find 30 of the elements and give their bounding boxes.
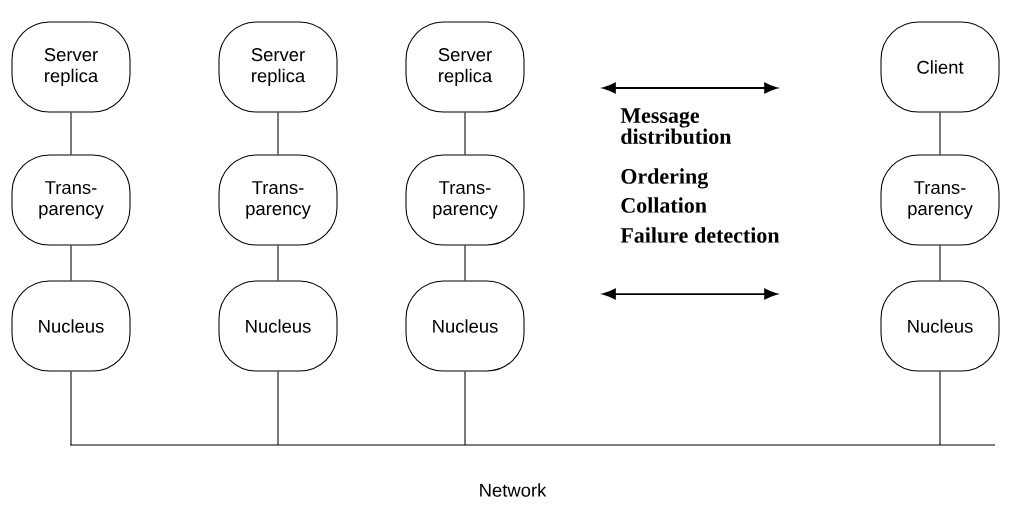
rounded-box: Nucleus — [405, 280, 525, 372]
rounded-box: Trans- parency — [11, 154, 131, 246]
connector-line — [70, 245, 72, 281]
connector-line — [70, 112, 72, 155]
label-text: Ordering — [621, 168, 708, 189]
connector-line — [939, 371, 941, 446]
label-text: Failure detection — [620, 227, 780, 243]
rounded-box: Server replica — [218, 21, 338, 113]
connector-line — [464, 371, 466, 446]
rounded-box: Server replica — [11, 21, 131, 113]
network-line — [69, 444, 996, 446]
rounded-box: Nucleus — [218, 280, 338, 372]
rounded-box: Client — [880, 21, 1000, 113]
connector-line — [277, 371, 279, 446]
rounded-box: Trans- parency — [880, 154, 1000, 246]
connector-line — [464, 112, 466, 155]
connector-line — [277, 112, 279, 155]
label-text: Message distribution — [620, 108, 732, 145]
connector-line — [70, 371, 72, 446]
rounded-box: Server replica — [405, 21, 525, 113]
rounded-box: Trans- parency — [218, 154, 338, 246]
connector-line — [939, 112, 941, 155]
rounded-box: Nucleus — [880, 280, 1000, 372]
label-text: Collation — [621, 197, 707, 213]
connector-line — [939, 245, 941, 281]
rounded-box: Trans- parency — [405, 154, 525, 246]
node-caption: Network — [480, 483, 547, 497]
connector-line — [277, 245, 279, 281]
rounded-box: Nucleus — [11, 280, 131, 372]
connector-line — [464, 245, 466, 281]
